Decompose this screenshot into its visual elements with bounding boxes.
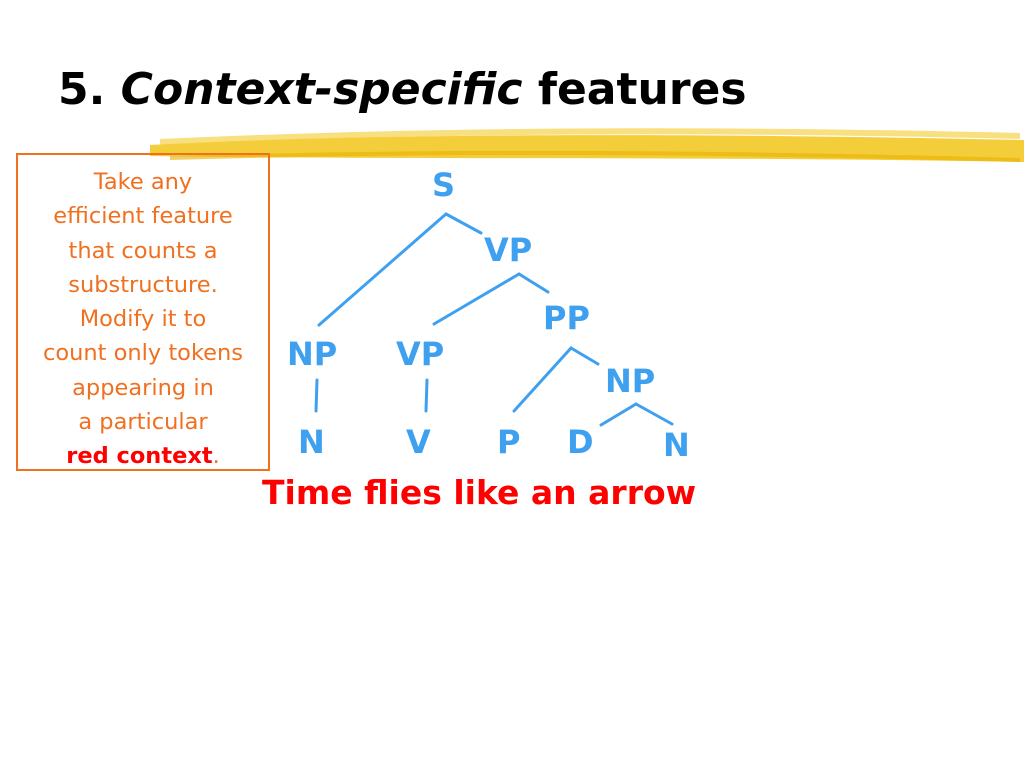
node-pp: PP [543,299,590,337]
note-highlight: red context [66,443,213,470]
note-line: substructure. [68,271,218,298]
node-s: S [432,166,456,204]
edge-np-n [634,402,674,426]
edge-vp-pp [517,272,550,294]
title-number: 5. [58,64,106,115]
note-line: count only tokens [42,340,244,367]
edge-vp-vp [432,272,521,326]
edge-s-vp [444,212,483,235]
note-final-line: red context. [18,439,268,473]
note-line: Modify it to [79,306,207,333]
title-italic: Context-specific [120,64,523,115]
note-line: appearing in [72,374,214,401]
node-np-right: NP [605,362,656,400]
slide-title: 5. Context-specific features [58,68,747,112]
edge-np-d [599,402,638,427]
node-n-arrow: N [663,426,690,464]
edge-vp-v [424,378,429,413]
edge-np-n-left [314,378,319,413]
edge-pp-p [512,346,573,413]
node-vp-mid: VP [396,335,445,373]
title-rest: features [537,64,747,115]
note-punct: . [212,443,220,470]
example-sentence: Time flies like an arrow [262,473,697,512]
note-line: Take any [93,169,193,195]
note-line: a particular [78,409,208,436]
node-d-an: D [567,423,594,461]
node-np-left: NP [287,335,338,373]
note-line: that counts a [68,237,218,264]
node-v-flies: V [406,423,431,461]
note-line: efficient feature [53,203,233,230]
node-p-like: P [497,423,521,461]
edge-s-np [317,212,448,327]
node-n-time: N [298,423,325,461]
node-vp-top: VP [484,231,533,269]
edge-pp-np [569,346,600,366]
note-box: Take any efficient feature that counts a… [16,153,270,471]
